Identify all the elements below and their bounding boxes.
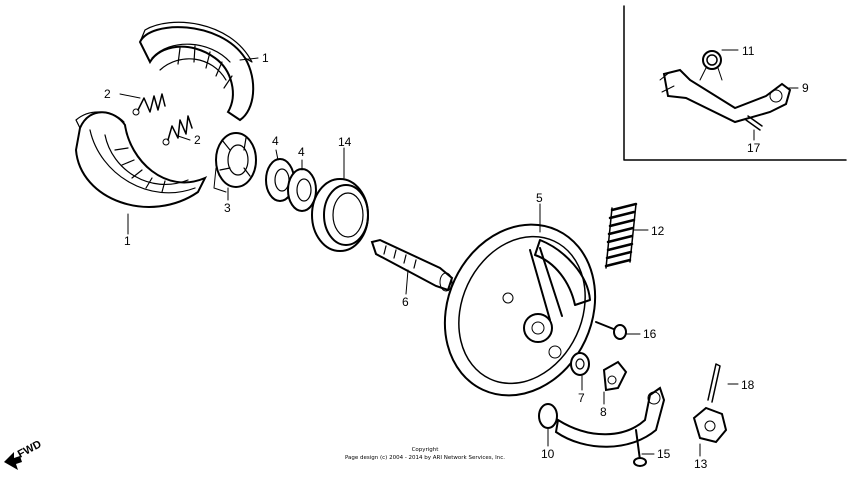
fwd-arrow: FWD — [4, 438, 44, 470]
brake-panel[interactable] — [418, 200, 623, 420]
callout-16: 16 — [643, 327, 657, 341]
pedal-pin[interactable] — [745, 115, 763, 131]
callout-13: 13 — [694, 457, 708, 471]
washer-a[interactable] — [265, 158, 295, 202]
spring-bottom[interactable] — [162, 115, 193, 146]
callout-3: 3 — [224, 201, 231, 215]
callout-6: 6 — [402, 295, 409, 309]
oil-seal[interactable] — [311, 178, 369, 252]
callout-4-b: 4 — [298, 145, 305, 159]
callout-9: 9 — [802, 81, 809, 95]
callout-18: 18 — [741, 378, 755, 392]
callout-15: 15 — [657, 447, 671, 461]
spring-top[interactable] — [132, 93, 166, 116]
callout-5: 5 — [536, 191, 543, 205]
callout-11: 11 — [742, 44, 755, 58]
fwd-label: FWD — [16, 438, 44, 460]
callout-8: 8 — [600, 405, 607, 419]
dust-seal[interactable] — [538, 403, 558, 429]
fwd-arrow-icon — [4, 452, 22, 470]
callout-4-a: 4 — [272, 134, 279, 148]
nut[interactable] — [692, 406, 728, 444]
brake-arm[interactable] — [554, 386, 666, 448]
callout-1-top: 1 — [262, 51, 269, 65]
callout-labels: 1 1 2 2 3 4 4 5 6 7 8 9 10 11 12 13 14 1… — [104, 44, 809, 471]
callout-10: 10 — [541, 447, 555, 461]
washer-b[interactable] — [287, 168, 317, 212]
copyright-line-1: Copyright — [412, 447, 440, 453]
copyright: Copyright Page design (c) 2004 - 2014 by… — [345, 447, 505, 461]
callout-17: 17 — [747, 141, 761, 155]
brake-shoe-top[interactable] — [138, 21, 255, 122]
callout-12: 12 — [651, 224, 665, 238]
arm-bolt[interactable] — [633, 429, 647, 467]
callout-2-bottom: 2 — [194, 133, 201, 147]
callout-7: 7 — [578, 391, 585, 405]
indicator-plate[interactable] — [602, 360, 628, 392]
cam-wear-indicator[interactable] — [213, 132, 257, 193]
panel-bolt[interactable] — [595, 321, 627, 340]
return-spring[interactable] — [699, 50, 723, 81]
inset-box — [623, 5, 847, 161]
leader-lines — [119, 49, 799, 457]
brake-arm-spring[interactable] — [604, 202, 638, 269]
brake-pedal[interactable] — [659, 68, 792, 124]
cotter-pin[interactable] — [707, 363, 721, 403]
brake-shoe-bottom[interactable] — [74, 111, 208, 208]
felt-seal[interactable] — [570, 352, 590, 376]
copyright-line-2: Page design (c) 2004 - 2014 by ARI Netwo… — [345, 455, 505, 461]
callout-14: 14 — [338, 135, 352, 149]
callout-1-bottom: 1 — [124, 234, 131, 248]
callout-2-top: 2 — [104, 87, 111, 101]
